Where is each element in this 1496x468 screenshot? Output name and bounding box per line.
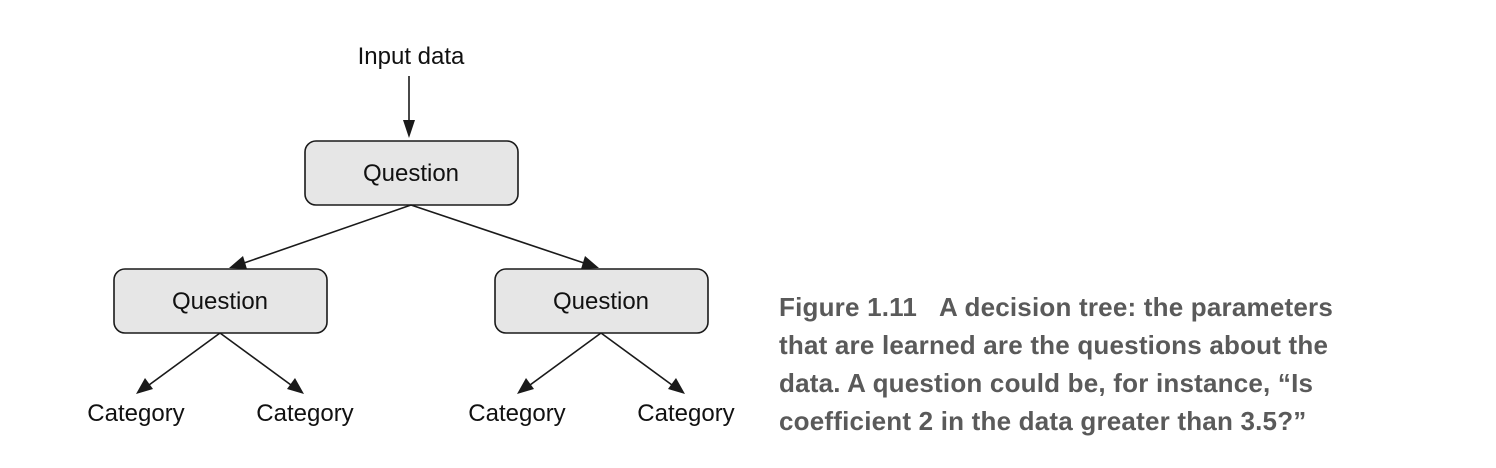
left-question-label: Question <box>172 288 268 315</box>
edge-right-to-leaf-3 <box>529 332 602 386</box>
leaf-category-4: Category <box>637 400 734 427</box>
left-question-node: Question <box>113 268 328 334</box>
arrowhead-left-to-leaf-2 <box>287 378 304 394</box>
edge-left-to-leaf-2 <box>219 332 292 386</box>
arrowhead-root-to-left <box>229 256 247 269</box>
figure-caption: Figure 1.11 A decision tree: the paramete… <box>779 288 1419 440</box>
arrowhead-right-to-leaf-3 <box>517 378 534 394</box>
leaf-category-2: Category <box>256 400 353 427</box>
caption-line-1-text: A decision tree: the parameters <box>939 292 1333 322</box>
caption-line-3: data. A question could be, for instance,… <box>779 368 1314 398</box>
root-question-label: Question <box>363 160 459 187</box>
arrowhead-right-to-leaf-4 <box>668 378 685 394</box>
arrowhead-root-to-right <box>581 256 599 269</box>
caption-line-1: Figure 1.11 A decision tree: the paramete… <box>779 288 1419 326</box>
leaf-category-1: Category <box>87 400 184 427</box>
figure-number: Figure 1.11 <box>779 292 918 322</box>
right-question-label: Question <box>553 288 649 315</box>
edge-root-to-left <box>243 204 412 264</box>
edge-left-to-leaf-1 <box>148 332 221 386</box>
right-question-node: Question <box>494 268 709 334</box>
caption-line-4: coefficient 2 in the data greater than 3… <box>779 406 1307 436</box>
input-data-label: Input data <box>358 43 465 70</box>
root-question-node: Question <box>304 140 519 206</box>
arrowhead-left-to-leaf-1 <box>136 378 153 394</box>
edge-root-to-right <box>410 204 585 264</box>
leaf-category-3: Category <box>468 400 565 427</box>
arrowhead-input-to-root <box>403 120 415 138</box>
edge-right-to-leaf-4 <box>600 332 673 386</box>
caption-line-2: that are learned are the questions about… <box>779 330 1329 360</box>
